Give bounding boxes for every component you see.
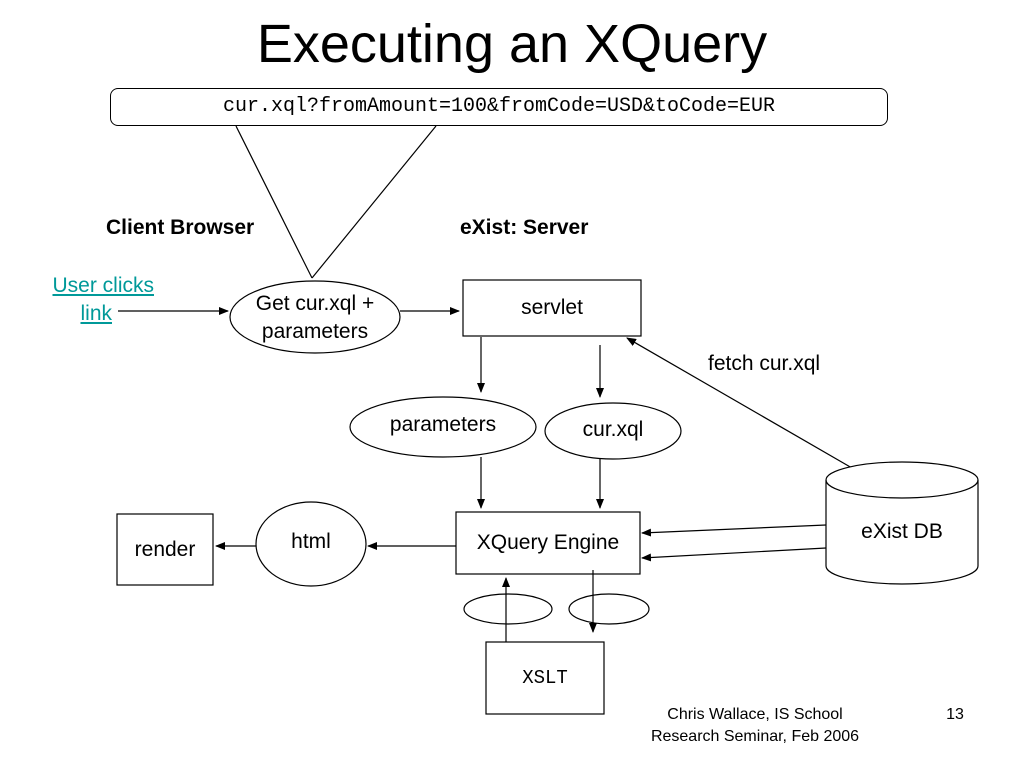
user-clicks-line2[interactable]: link (80, 302, 112, 325)
servlet-label: servlet (521, 296, 583, 319)
get-request-label: Get cur.xql + parameters (230, 290, 400, 346)
render-box (116, 513, 214, 586)
slide-title: Executing an XQuery (256, 14, 768, 74)
render-label: render (134, 538, 196, 561)
server-label: eXist: Server (460, 216, 589, 239)
footer-line2: Research Seminar, Feb 2006 (650, 728, 860, 745)
footer-line1: Chris Wallace, IS School (667, 706, 843, 723)
xquery-engine-label: XQuery Engine (476, 531, 620, 554)
get-request-line2: parameters (261, 320, 369, 343)
arrow-db-to-engine-1 (641, 524, 827, 537)
xquery-engine-box (455, 511, 641, 575)
exist-db-cylinder (825, 461, 979, 585)
xslt-label: XSLT (522, 667, 568, 689)
small-ellipse-right (568, 593, 650, 625)
arrow-db-to-servlet (626, 337, 853, 469)
curxql-label: cur.xql (582, 418, 644, 441)
fetch-label: fetch cur.xql (708, 352, 821, 375)
small-ellipse-left (463, 593, 553, 625)
curxql-ellipse (544, 402, 682, 460)
page-number: 13 (946, 706, 964, 723)
parameters-ellipse (349, 396, 537, 458)
user-clicks-link[interactable]: User clicks link (14, 272, 154, 328)
url-request-box: cur.xql?fromAmount=100&fromCode=USD&toCo… (110, 88, 888, 126)
arrow-db-to-engine-2 (641, 547, 827, 562)
exist-db-label: eXist DB (861, 520, 943, 543)
callout-line-left (235, 125, 313, 279)
parameters-label: parameters (389, 413, 497, 436)
get-request-line1: Get cur.xql + (255, 292, 375, 315)
exist-db-top-rim (825, 479, 979, 499)
client-browser-label: Client Browser (106, 216, 255, 239)
html-ellipse (255, 501, 367, 587)
html-label: html (291, 530, 331, 553)
footer-credit: Chris Wallace, IS School Research Semina… (610, 704, 900, 748)
servlet-box (462, 279, 642, 337)
callout-line-right (311, 125, 437, 279)
get-request-ellipse (229, 280, 401, 354)
user-clicks-line1[interactable]: User clicks (52, 274, 154, 297)
xslt-box (485, 641, 605, 715)
